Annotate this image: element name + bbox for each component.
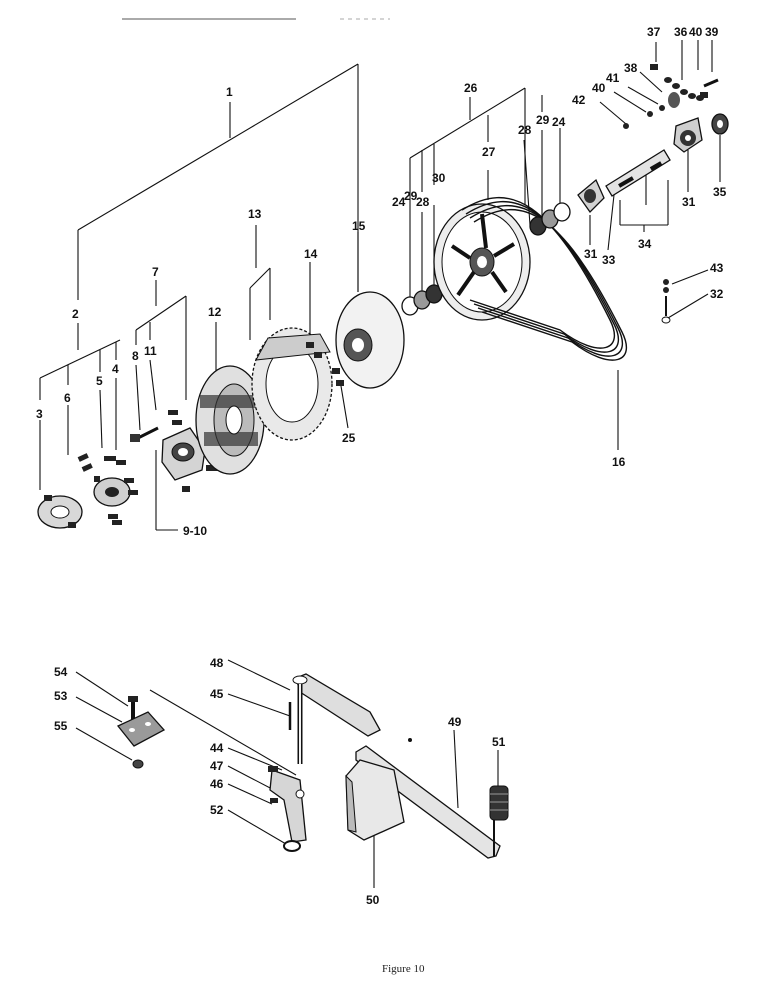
- callout-38: 38: [624, 61, 638, 75]
- part-31-bearing-flange: [577, 178, 605, 214]
- callout-28-right: 28: [518, 123, 532, 137]
- callout-7: 7: [152, 265, 159, 279]
- callout-15: 15: [352, 219, 366, 233]
- callout-33: 33: [602, 253, 616, 267]
- callout-40-top: 40: [689, 25, 703, 39]
- part-55-nut: [132, 759, 144, 769]
- figure-caption: Figure 10: [382, 963, 425, 975]
- callout-55: 55: [54, 719, 68, 733]
- callout-5: 5: [96, 374, 103, 388]
- part-50-bracket: [345, 759, 405, 841]
- callout-37: 37: [647, 25, 661, 39]
- callout-49: 49: [448, 715, 462, 729]
- callout-30: 30: [432, 171, 446, 185]
- leader-lines-upper: [39, 40, 721, 531]
- leader-lines-lower: [75, 659, 499, 888]
- callout-45: 45: [210, 687, 224, 701]
- callout-44: 44: [210, 741, 224, 755]
- part-16-v-belts: [461, 196, 628, 361]
- callout-28-left: 28: [416, 195, 430, 209]
- part-44-47-46-clevis: [268, 766, 307, 843]
- callout-6: 6: [64, 391, 71, 405]
- callout-27: 27: [482, 145, 496, 159]
- callout-46: 46: [210, 777, 224, 791]
- part-48-arm: [292, 673, 381, 764]
- part-14-fasteners: [306, 342, 344, 386]
- callout-50: 50: [366, 893, 380, 907]
- part-51-grip: [489, 785, 509, 821]
- callout-32: 32: [710, 287, 724, 301]
- callout-16: 16: [612, 455, 626, 469]
- part-33-shaft: [605, 149, 671, 197]
- callout-29-right: 29: [536, 113, 550, 127]
- callout-43: 43: [710, 261, 724, 275]
- part-24-28-29-spacers-left: [401, 284, 443, 316]
- callouts-lower: 54 53 55 48 45 44 47 46 52 49 51 50: [54, 656, 506, 907]
- callout-42: 42: [572, 93, 586, 107]
- part-32-43-hardware: [661, 279, 671, 324]
- callout-13: 13: [248, 207, 262, 221]
- callout-25: 25: [342, 431, 356, 445]
- callout-3: 3: [36, 407, 43, 421]
- part-8-bolt: [130, 426, 159, 442]
- callout-31-left: 31: [584, 247, 598, 261]
- callout-14: 14: [304, 247, 318, 261]
- callout-12: 12: [208, 305, 222, 319]
- part-9-10-bearing-housing: [161, 410, 218, 492]
- callout-41: 41: [606, 71, 620, 85]
- callout-2: 2: [72, 307, 79, 321]
- part-27-pulley: [433, 203, 531, 321]
- callout-9-10: 9-10: [183, 524, 207, 538]
- callout-36: 36: [674, 25, 688, 39]
- callout-24-right: 24: [552, 115, 566, 129]
- callout-31-right: 31: [682, 195, 696, 209]
- part-15-disc-plate: [335, 291, 405, 389]
- part-38-drive-chain: [623, 64, 719, 129]
- callout-53: 53: [54, 689, 68, 703]
- callout-51: 51: [492, 735, 506, 749]
- part-13-sprocket-plate: [251, 327, 333, 441]
- callout-29-left: 29: [404, 189, 418, 203]
- callout-35: 35: [713, 185, 727, 199]
- callout-26: 26: [464, 81, 478, 95]
- part-24-28-29-spacers-right: [529, 202, 571, 236]
- part-52-washer: [283, 840, 301, 852]
- callout-1: 1: [226, 85, 233, 99]
- part-12-brake-drum: [195, 365, 265, 475]
- small-hardware-left: [77, 453, 138, 525]
- callout-24-left: 24: [392, 195, 406, 209]
- callout-40-mid: 40: [592, 81, 606, 95]
- callouts-upper: 1 2 3 4 5 6 7 8 9-10 11 12 13 14 15 16 2…: [36, 25, 727, 538]
- part-35-sprocket: [711, 113, 729, 135]
- callout-34: 34: [638, 237, 652, 251]
- part-54-bolt: [128, 696, 138, 720]
- callout-47: 47: [210, 759, 224, 773]
- callout-39: 39: [705, 25, 719, 39]
- callout-54: 54: [54, 665, 68, 679]
- callout-11: 11: [144, 344, 157, 358]
- callout-52: 52: [210, 803, 224, 817]
- part-53-plate: [116, 711, 166, 747]
- part-3-flange-collar: [37, 495, 83, 529]
- callout-8: 8: [132, 349, 139, 363]
- callout-4: 4: [112, 362, 119, 376]
- part-31-bearing-right: [673, 117, 703, 153]
- callout-48: 48: [210, 656, 224, 670]
